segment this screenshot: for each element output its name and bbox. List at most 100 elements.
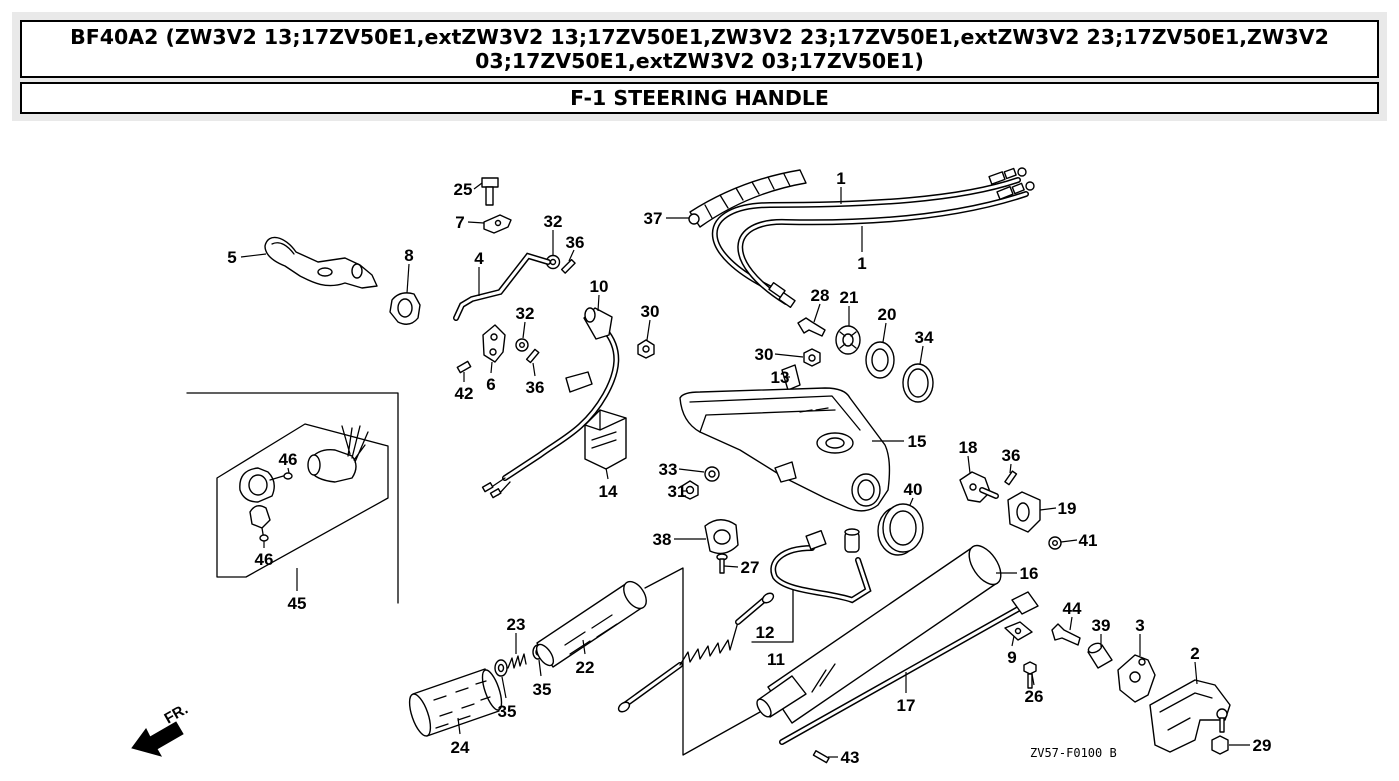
callout-21: 21 [840, 288, 859, 307]
callout-37: 37 [644, 209, 663, 228]
callout-4: 4 [474, 249, 484, 268]
part-28-bolt-drawing [797, 317, 826, 337]
callout-33: 33 [659, 460, 678, 479]
part-35-washer-lower-drawing [494, 659, 508, 677]
callout-10: 10 [590, 277, 609, 296]
part-26-bolt-drawing [1023, 661, 1037, 689]
callout-15: 15 [908, 432, 927, 451]
part-21-washer-drawing [835, 325, 861, 355]
leader-line [538, 659, 542, 677]
leader-line [240, 253, 267, 258]
part-10-switch-drawing [481, 307, 620, 499]
callout-34: 34 [915, 328, 934, 347]
leader-line [813, 303, 821, 323]
part-43-pin-drawing [812, 750, 830, 764]
front-marker-label: FR. [162, 701, 191, 728]
part-33-washer-drawing [704, 466, 720, 482]
callout-32: 32 [544, 212, 563, 231]
callout-22: 22 [576, 658, 595, 677]
callout-14: 14 [599, 482, 618, 501]
part-39-collar-drawing [1087, 642, 1113, 669]
leader-line [457, 717, 461, 735]
leader-line [1031, 673, 1035, 686]
front-direction-arrow [131, 721, 184, 757]
callout-25: 25 [454, 180, 473, 199]
part-40-grommet-drawing [877, 503, 924, 556]
callout-45: 45 [288, 594, 307, 613]
callout-13: 13 [771, 368, 790, 387]
callout-36-right: 36 [1002, 446, 1021, 465]
part-42-spring-drawing [456, 360, 472, 374]
part-31-nut-drawing [681, 480, 699, 500]
callout-29: 29 [1253, 736, 1272, 755]
leader-line [501, 676, 507, 699]
part-9-plate-drawing [1004, 621, 1033, 641]
leader-line [582, 639, 586, 655]
callout-8: 8 [404, 246, 413, 265]
model-title: BF40A2 (ZW3V2 13;17ZV50E1,extZW3V2 13;17… [20, 20, 1379, 78]
part-18-bracket-drawing [959, 471, 999, 503]
callout-35-lower: 35 [498, 702, 517, 721]
harness-bracket [751, 584, 794, 643]
drawing-code: ZV57-F0100 B [1030, 746, 1117, 760]
callout-24: 24 [451, 738, 470, 757]
part-23-spring-drawing [507, 653, 527, 669]
part-20-ring-drawing [865, 341, 895, 379]
callout-16: 16 [1020, 564, 1039, 583]
leader-line [646, 319, 651, 341]
leader-line [882, 322, 887, 343]
callout-46-lower: 46 [255, 550, 274, 569]
part-14-module-drawing [584, 409, 627, 470]
part-41-nut-drawing [1048, 536, 1062, 550]
header-frame: BF40A2 (ZW3V2 13;17ZV50E1,extZW3V2 13;17… [12, 12, 1387, 121]
part-32-nut-drawing [545, 254, 561, 270]
section-title: F-1 STEERING HANDLE [20, 82, 1379, 114]
leader-line [406, 263, 410, 294]
callout-9: 9 [1007, 648, 1016, 667]
part-30-nut-middle-drawing [803, 348, 821, 367]
part-6-lever-drawing [482, 324, 506, 363]
leader-line [568, 249, 575, 262]
leader-line [287, 467, 290, 474]
leader-line [473, 182, 483, 190]
part-25-bolt-drawing [481, 177, 499, 206]
leader-line [919, 345, 924, 365]
callout-20: 20 [878, 305, 897, 324]
callout-labels: 25 7 32 36 37 1 1 5 8 4 10 32 30 28 21 2… [227, 169, 1271, 767]
part-46-key-drawing [259, 472, 293, 542]
callout-7: 7 [455, 213, 464, 232]
callout-5: 5 [227, 248, 236, 267]
leader-line [467, 221, 485, 224]
part-16-handle-tube-drawing [756, 544, 1002, 724]
leader-line [774, 353, 804, 358]
part-1-cable-drawing [711, 167, 1035, 308]
part-37-wrap-drawing [688, 169, 807, 228]
part-22-sleeve-drawing [535, 580, 647, 668]
part-24-grip-drawing [408, 668, 503, 737]
callout-42: 42 [455, 384, 474, 403]
leader-line [1194, 661, 1198, 685]
callout-41: 41 [1079, 531, 1098, 550]
part-8-clamp-drawing [389, 292, 421, 325]
callout-12: 12 [756, 623, 775, 642]
part-19-block-drawing [1007, 491, 1041, 533]
callout-32-lower: 32 [516, 304, 535, 323]
callout-30: 30 [641, 302, 660, 321]
callout-30-middle: 30 [755, 345, 774, 364]
leader-line [1011, 635, 1015, 647]
kit-45-frame [186, 392, 399, 604]
callout-23: 23 [507, 615, 526, 634]
part-5-lever-drawing [264, 236, 378, 289]
callout-17: 17 [897, 696, 916, 715]
callout-27: 27 [741, 558, 760, 577]
part-3-lever-drawing [1117, 654, 1156, 703]
part-36-pin-drawing [560, 258, 576, 274]
part-4-rod-drawing [453, 252, 551, 321]
leader-line [1009, 463, 1012, 474]
callout-3: 3 [1135, 616, 1144, 635]
leader-line [1069, 616, 1073, 631]
callout-18: 18 [959, 438, 978, 457]
callout-46: 46 [279, 450, 298, 469]
callout-43: 43 [841, 748, 860, 767]
